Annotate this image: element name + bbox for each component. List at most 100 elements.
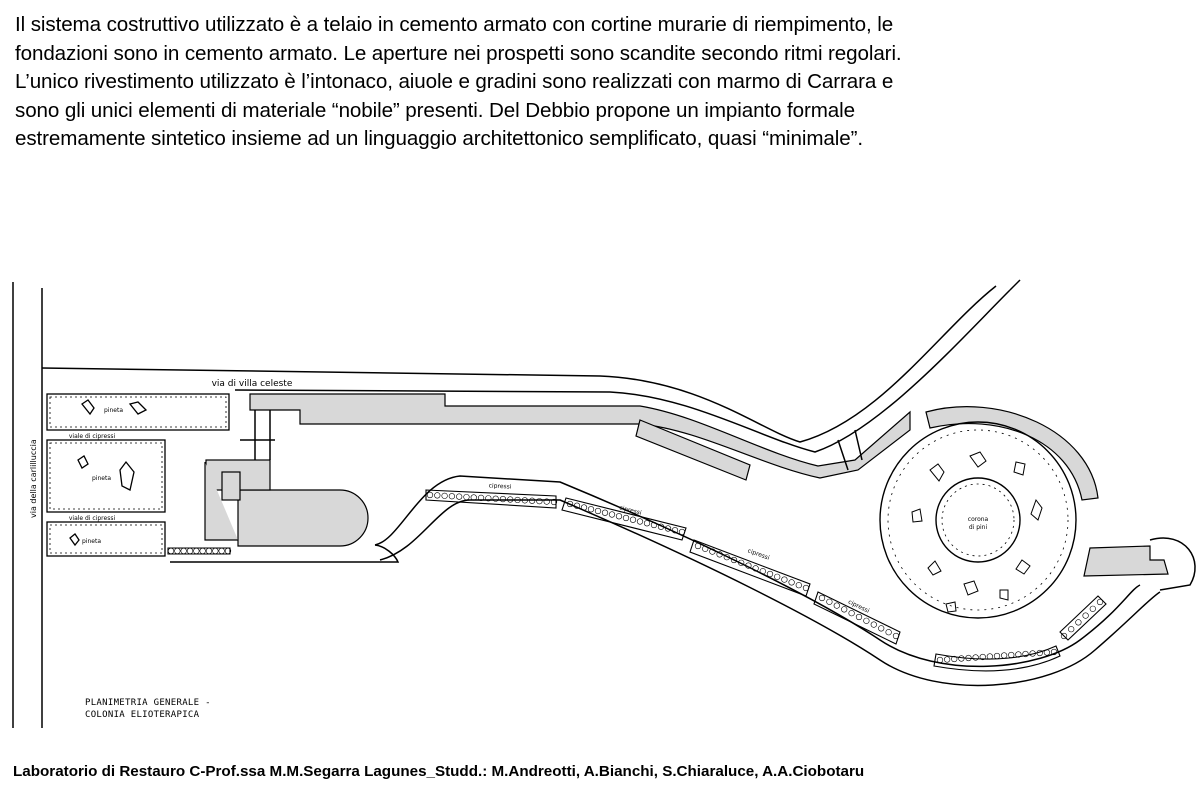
cypress-tree: [752, 565, 759, 572]
cypress-tree: [702, 545, 709, 552]
cypress-tree: [629, 516, 637, 523]
cypress-tree: [885, 629, 892, 636]
cypress-tree: [936, 656, 944, 664]
cypress-tree: [167, 547, 175, 555]
cypress-tree: [678, 528, 686, 536]
cypress-tree: [180, 547, 187, 555]
cypress-tree: [863, 617, 870, 624]
cypress-tree: [199, 547, 206, 555]
intro-line: fondazioni sono in cemento armato. Le ap…: [15, 41, 902, 65]
intro-line: estremamente sintetico insieme ad un lin…: [15, 127, 863, 150]
cypress-tree: [979, 653, 986, 661]
credits-footer: Laboratorio di Restauro C-Prof.ssa M.M.S…: [13, 763, 865, 780]
bed-label: pineta: [92, 475, 111, 482]
cypress-tree: [993, 652, 1001, 660]
cypress-tree: [965, 654, 972, 662]
cypress-tree: [650, 521, 658, 529]
cypress-tree: [716, 551, 723, 558]
bed-label: pineta: [82, 538, 101, 545]
cypress-tree: [622, 514, 630, 522]
cypress-tree: [1001, 652, 1008, 659]
cypress-tree: [1036, 649, 1043, 657]
cypress-tree: [1015, 651, 1022, 658]
row-label: viale di cipressi: [69, 515, 116, 522]
building-walls: [240, 410, 1196, 591]
cypress-tree: [781, 576, 788, 583]
intro-line: sono gli unici elementi di materiale “no…: [15, 98, 855, 122]
cypress-tree: [841, 606, 848, 613]
cypress-tree: [529, 497, 536, 504]
cypress-rows: [167, 489, 1107, 672]
cypress-tree: [426, 491, 434, 499]
cypress-tree: [848, 610, 855, 617]
cypress-tree: [958, 655, 965, 662]
cypress-tree: [1050, 648, 1058, 656]
cypress-tree: [664, 525, 672, 532]
cypress-tree: [671, 527, 679, 534]
cypress-tree: [205, 547, 213, 555]
cypress-tree: [818, 594, 826, 602]
center-label: di pini: [969, 524, 988, 531]
cypress-tree: [1029, 650, 1036, 657]
center-label: corona: [968, 516, 989, 523]
cypress-tree: [580, 504, 588, 511]
cypress-tree: [212, 547, 219, 555]
cypress-tree: [218, 547, 225, 555]
street-label-left: via della carlilluccia: [29, 439, 38, 518]
cypress-tree: [186, 547, 194, 555]
cypress-tree: [878, 625, 885, 632]
cypress-tree: [745, 562, 752, 569]
cypress-tree: [657, 523, 665, 530]
cypress-tree: [855, 613, 863, 621]
plan-caption: PLANIMETRIA GENERALE - COLONIA ELIOTERAP…: [85, 697, 211, 721]
cypress-tree: [1082, 612, 1089, 619]
main-road: [41, 279, 1021, 453]
cypress-tree: [986, 653, 993, 660]
cypress-tree: [1060, 632, 1068, 640]
intro-line: Il sistema costruttivo utilizzato è a te…: [15, 13, 894, 36]
cypress-tree: [224, 547, 232, 555]
cypress-tree: [499, 496, 507, 503]
cypress-tree: [738, 559, 745, 566]
cypress-label: cipressi: [618, 504, 642, 516]
cypress-tree: [870, 621, 877, 628]
cypress-tree: [448, 493, 455, 500]
cypress-dots: [167, 491, 1104, 664]
cypress-tree: [174, 547, 181, 555]
cypress-tree: [441, 492, 448, 499]
cypress-tree: [766, 570, 774, 578]
cypress-tree: [1043, 649, 1050, 656]
cypress-tree: [944, 656, 951, 663]
cypress-tree: [193, 547, 200, 555]
pine-beds: [46, 393, 230, 557]
building-main: [204, 393, 1169, 577]
cypress-tree: [694, 542, 702, 550]
plan-caption-line: COLONIA ELIOTERAPICA: [85, 710, 200, 720]
cypress-tree: [566, 500, 574, 508]
cypress-tree: [456, 493, 463, 500]
cypress-tree: [521, 497, 528, 504]
intro-line: L’unico rivestimento utilizzato è l’into…: [15, 70, 894, 93]
cypress-tree: [1022, 650, 1029, 658]
cypress-tree: [643, 520, 651, 527]
cypress-tree: [795, 582, 802, 589]
cypress-tree: [587, 506, 595, 513]
cypress-tree: [434, 492, 441, 499]
cypress-tree: [470, 494, 477, 501]
cypress-tree: [1096, 598, 1104, 606]
cypress-tree: [485, 495, 492, 502]
pine-ring: [879, 421, 1077, 619]
cypress-label: cipressi: [489, 482, 512, 490]
cypress-tree: [463, 493, 470, 501]
cypress-tree: [709, 548, 716, 555]
street-label-top: via di villa celeste: [212, 379, 293, 389]
cypress-tree: [573, 502, 581, 509]
left-boundary: [12, 282, 43, 728]
cypress-tree: [1075, 619, 1082, 626]
cypress-label: cipressi: [747, 547, 771, 561]
cypress-tree: [492, 495, 499, 502]
cypress-tree: [543, 498, 550, 505]
cypress-tree: [723, 554, 730, 561]
cypress-tree: [1068, 626, 1075, 633]
cypress-tree: [1089, 605, 1096, 612]
